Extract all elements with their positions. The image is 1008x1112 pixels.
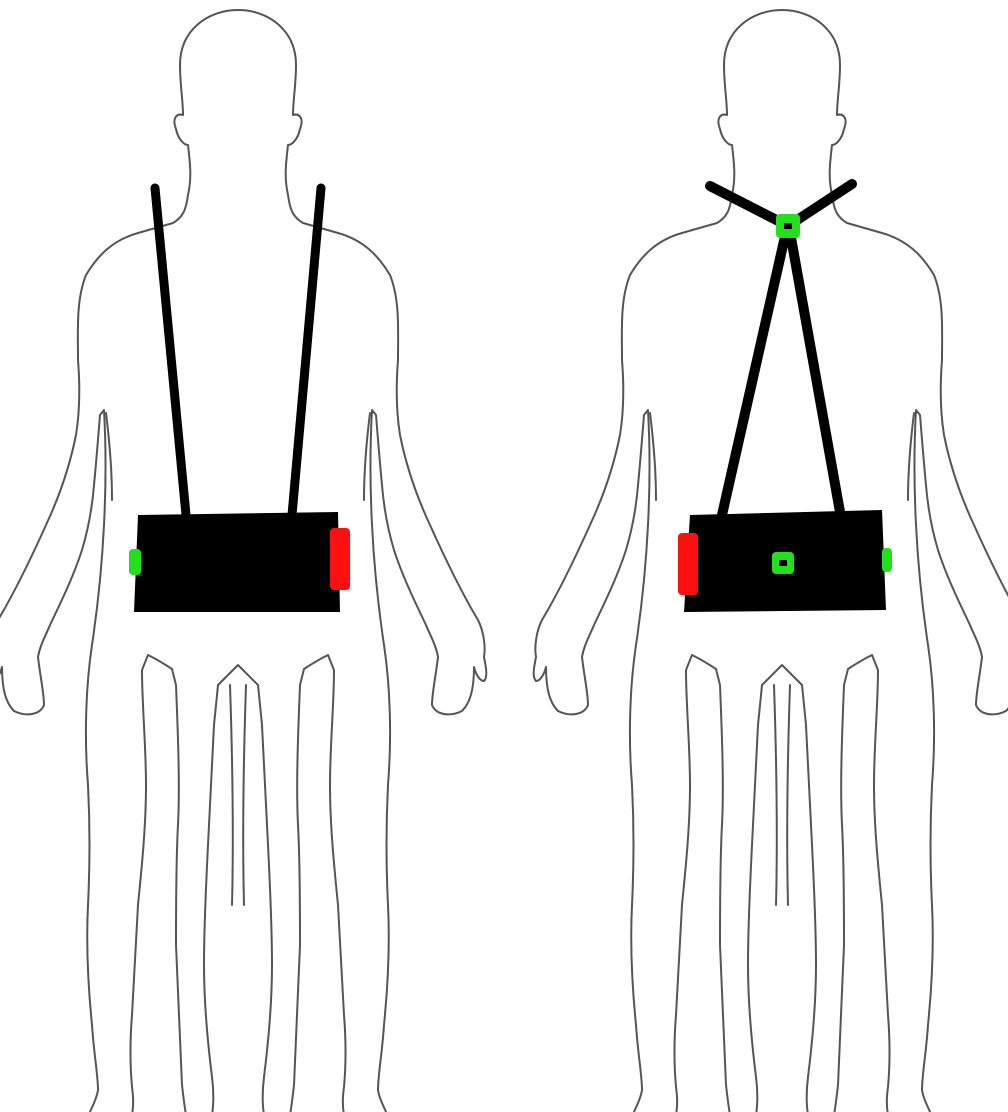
strap-cross-left — [722, 232, 786, 515]
sensor-green-center-slot — [779, 560, 787, 566]
figure-back — [534, 10, 1008, 1112]
support-belt-front — [134, 512, 340, 612]
strap-cross-right — [790, 232, 840, 512]
figure-front — [0, 10, 486, 1112]
strap-right — [292, 188, 321, 515]
sensor-green-left — [129, 549, 141, 575]
sensor-green-cross-slot — [784, 223, 792, 229]
sensor-red-right — [330, 528, 350, 590]
sensor-red-left — [678, 533, 698, 595]
strap-left — [155, 188, 186, 515]
sensor-green-right — [882, 548, 892, 572]
